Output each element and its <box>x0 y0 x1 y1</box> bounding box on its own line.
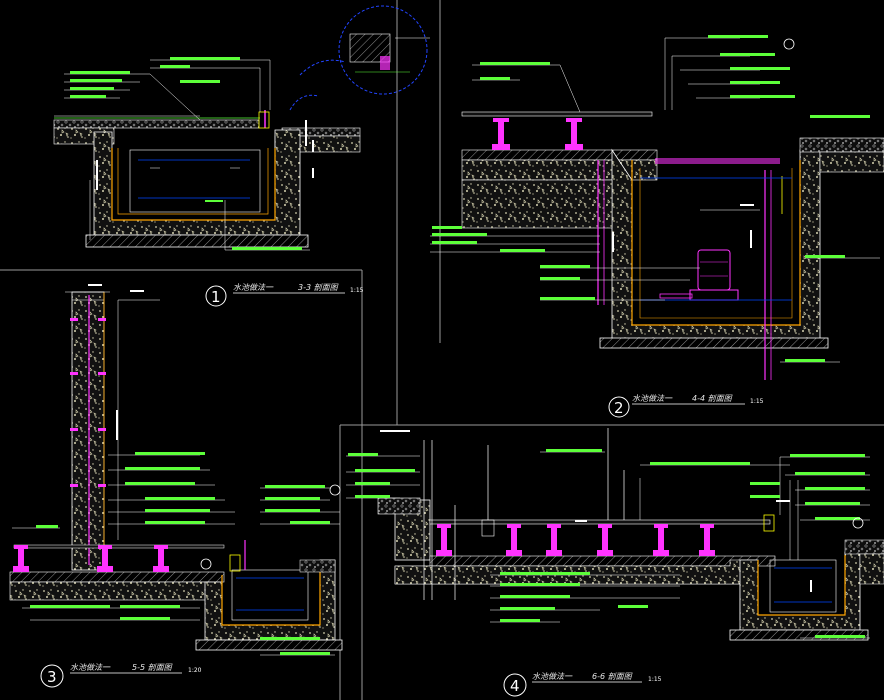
pump-icon <box>659 249 739 301</box>
section-4-scale: 1:15 <box>648 676 662 683</box>
section-marker-circle-icon <box>200 558 212 570</box>
section-4-name: 6-6 剖面图 <box>592 672 633 681</box>
section-1-note-marks <box>70 57 302 250</box>
section-4-title-block: 4 水池做法一 6-6 剖面图 1:15 <box>503 672 662 697</box>
section-2-name: 4-4 剖面图 <box>692 394 733 403</box>
section-1-name: 3-3 剖面图 <box>298 283 339 292</box>
section-3-structure <box>9 291 343 651</box>
section-marker-circle-icon <box>783 38 795 50</box>
section-marker-circle-icon <box>852 517 864 529</box>
section-2-scale: 1:15 <box>750 398 764 405</box>
section-marker-circle-icon <box>608 396 630 418</box>
section-1-title-block: 1 水池做法一 3-3 剖面图 1:15 <box>205 283 364 307</box>
section-marker-circle-icon <box>503 673 527 697</box>
section-4-note-marks <box>348 449 865 638</box>
section-3-pedestals <box>13 318 169 572</box>
section-3-dimension-marks <box>88 284 144 440</box>
section-2-dimension-marks <box>612 204 754 252</box>
section-4-title: 水池做法一 <box>532 672 573 681</box>
section-2-note-marks <box>432 35 870 362</box>
section-4-dimension-marks <box>380 430 812 592</box>
section-1-scale: 1:15 <box>350 287 364 294</box>
section-5-5-drawing: 3 水池做法一 5-5 剖面图 1:20 <box>9 284 343 688</box>
section-1-number: 1 <box>211 288 221 306</box>
section-3-3-drawing: 1 水池做法一 3-3 剖面图 1:15 <box>53 5 430 307</box>
section-4-pedestals <box>436 524 715 556</box>
section-3-number: 3 <box>47 668 57 686</box>
section-3-annotations <box>12 291 340 656</box>
section-1-pool-basin <box>85 110 309 248</box>
section-4-number: 4 <box>510 677 520 695</box>
section-6-6-drawing: 4 水池做法一 6-6 剖面图 1:15 <box>346 428 884 697</box>
section-2-structure <box>461 111 884 380</box>
section-2-title: 水池做法一 <box>632 394 673 403</box>
section-2-title-block: 2 水池做法一 4-4 剖面图 1:15 <box>608 394 764 418</box>
section-marker-circle-icon <box>329 484 341 496</box>
section-3-scale: 1:20 <box>188 667 202 674</box>
section-marker-circle-icon <box>205 285 227 307</box>
section-4-structure <box>377 428 884 641</box>
section-3-name: 5-5 剖面图 <box>132 663 173 672</box>
section-3-title-block: 3 水池做法一 5-5 剖面图 1:20 <box>40 663 202 688</box>
section-1-title: 水池做法一 <box>233 283 274 292</box>
section-1-dimension-marks <box>96 120 314 190</box>
section-3-note-marks <box>30 452 330 655</box>
section-3-title: 水池做法一 <box>70 663 111 672</box>
section-4-4-drawing: 2 水池做法一 4-4 剖面图 1:15 <box>430 35 884 418</box>
section-2-pedestals <box>492 118 583 150</box>
section-marker-circle-icon <box>40 664 64 688</box>
section-2-number: 2 <box>614 399 624 417</box>
detail-callout-circle-icon <box>289 5 430 111</box>
